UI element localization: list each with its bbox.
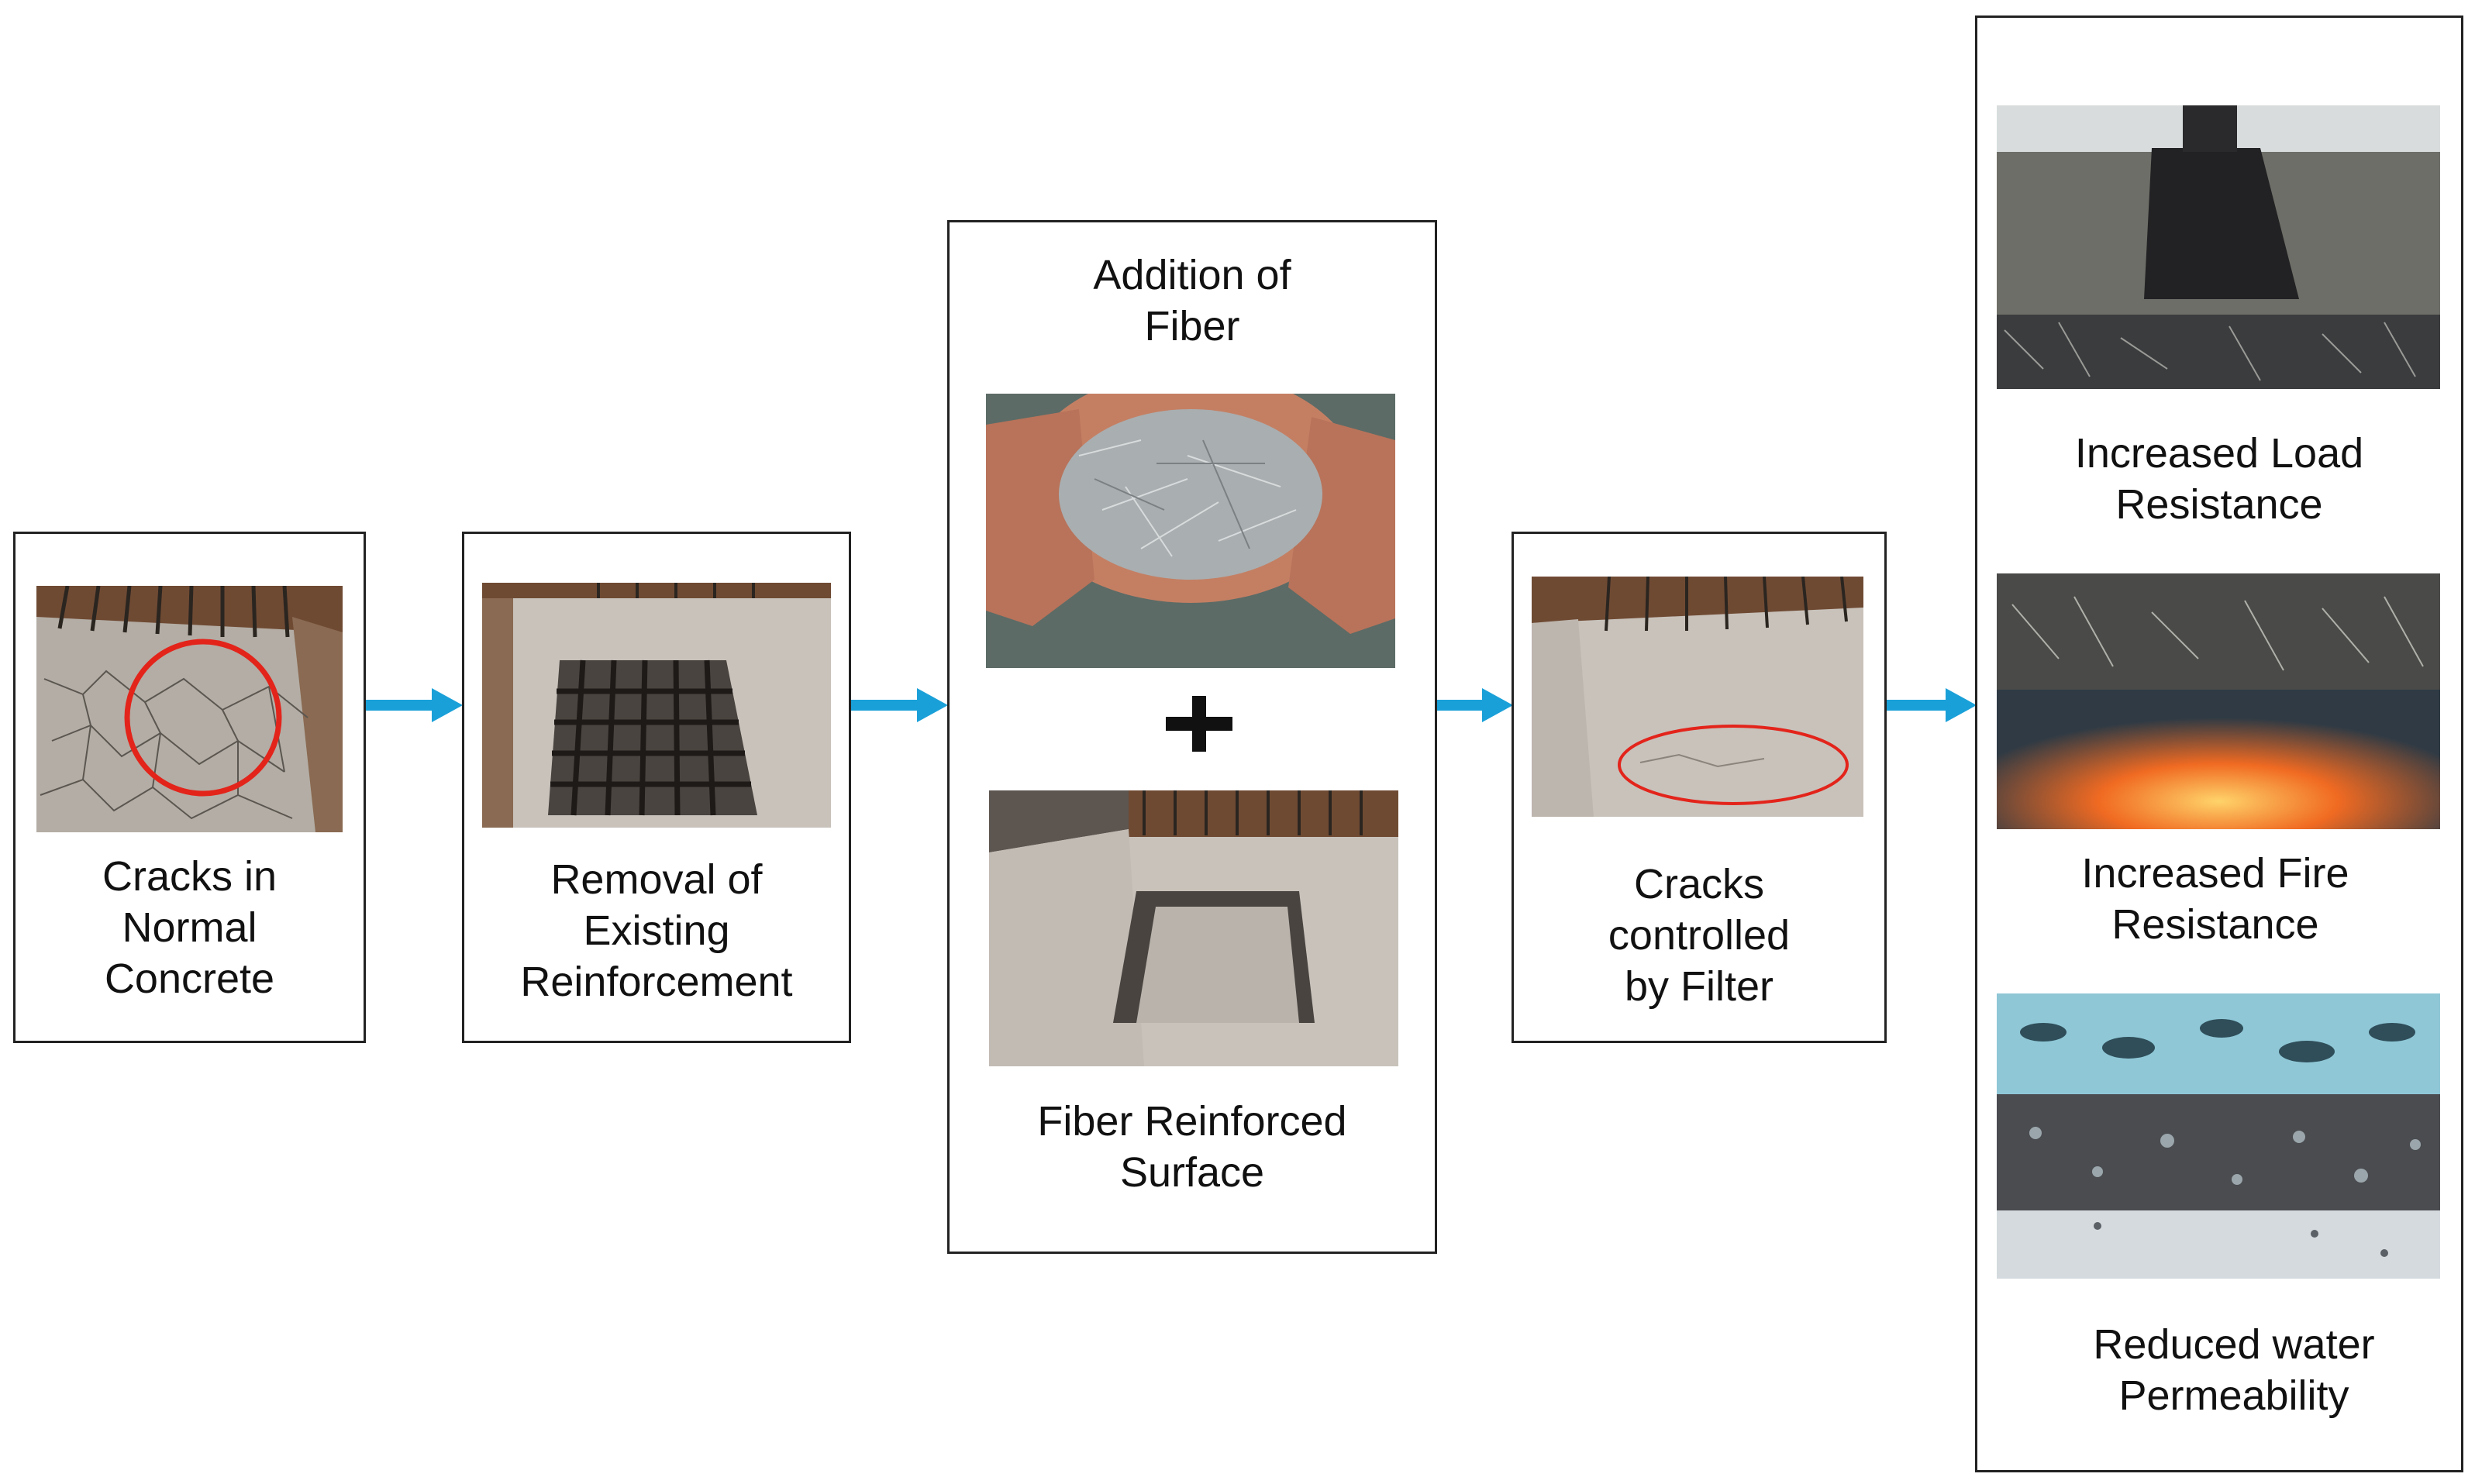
plus-icon [1166,696,1232,752]
right-arrow-icon [1887,688,1977,722]
step-title-fiber: Addition of Fiber [1093,252,1291,349]
outcome-label-load: Increased Load Resistance [2074,430,2364,528]
load-resistance-image [1997,105,2440,389]
right-arrow-icon [1437,688,1513,722]
step-label-removal: Removal of Existing Reinforcement [520,856,793,1005]
step-label-controlled: Cracks controlled by Filter [1608,861,1791,1010]
outcome-label-water: Reduced water Permeability [2093,1321,2375,1419]
right-arrow-icon [366,688,463,722]
fire-resistance-image [1997,573,2440,829]
step-label-cracks: Cracks in Normal Concrete [102,853,277,1002]
water-permeability-image [1997,993,2440,1279]
fiber-reinforced-patch-image [989,790,1398,1066]
steel-fibers-image [986,394,1395,668]
outcome-label-fire: Increased Fire Resistance [2081,850,2349,948]
step-label-fiber: Fiber Reinforced Surface [1037,1098,1347,1196]
rebar-removal-image [482,583,831,828]
cracked-concrete-image [36,586,343,832]
controlled-cracks-image [1532,577,1863,817]
right-arrow-icon [851,688,948,722]
